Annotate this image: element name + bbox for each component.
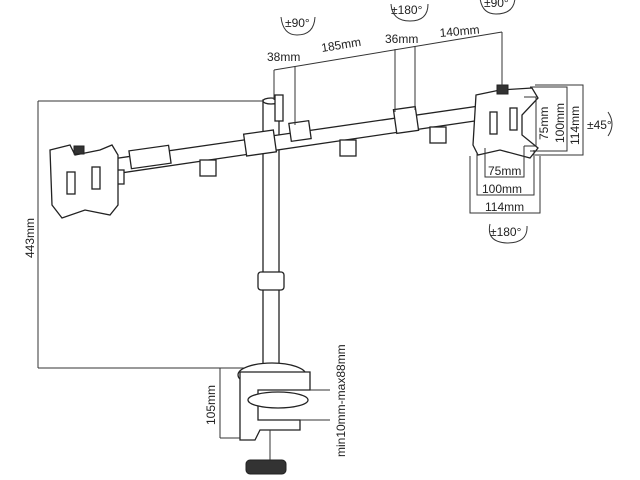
screen-rotation-label: ±45° — [587, 118, 612, 132]
arm-seg-4-label: 140mm — [439, 23, 480, 40]
right-vesa-plate — [472, 84, 539, 159]
arm-dimensions: 38mm 185mm 36mm 140mm — [267, 23, 503, 125]
arm-seg-1-label: 38mm — [267, 50, 300, 64]
vesa-width-114-label: 114mm — [485, 200, 524, 214]
head-tilt-rotation-label: ±90° — [484, 0, 509, 10]
rotation-labels: ±90° ±180° ±90° ±45° ±180° — [280, 0, 613, 244]
vesa-width-75-label: 75mm — [488, 164, 521, 178]
vesa-height-75-label: 75mm — [537, 107, 551, 140]
height-total-label: 443mm — [23, 218, 37, 258]
arm-seg-2-label: 185mm — [320, 35, 362, 55]
swivel-rotation-label: ±180° — [490, 225, 522, 239]
vesa-dimensions: 75mm 100mm 114mm 75mm 100mm 114mm — [469, 84, 584, 214]
clamp-dimensions: 105mm min10mm-max88mm — [204, 344, 348, 457]
desk-thickness-label: min10mm-max88mm — [334, 344, 348, 457]
clamp-height-label: 105mm — [204, 385, 218, 425]
arm-joint-rotation-label: ±90° — [285, 16, 310, 30]
dual-arm — [104, 102, 503, 185]
vesa-width-100-label: 100mm — [482, 182, 522, 196]
height-dimension: 443mm — [23, 100, 265, 369]
elbow-rotation-label: ±180° — [391, 3, 423, 17]
vesa-height-114-label: 114mm — [568, 106, 582, 145]
pole — [257, 94, 285, 373]
left-vesa-plate — [49, 144, 119, 219]
desk-clamp — [237, 362, 311, 475]
vesa-height-100-label: 100mm — [553, 103, 567, 143]
arm-seg-3-label: 36mm — [385, 32, 418, 46]
